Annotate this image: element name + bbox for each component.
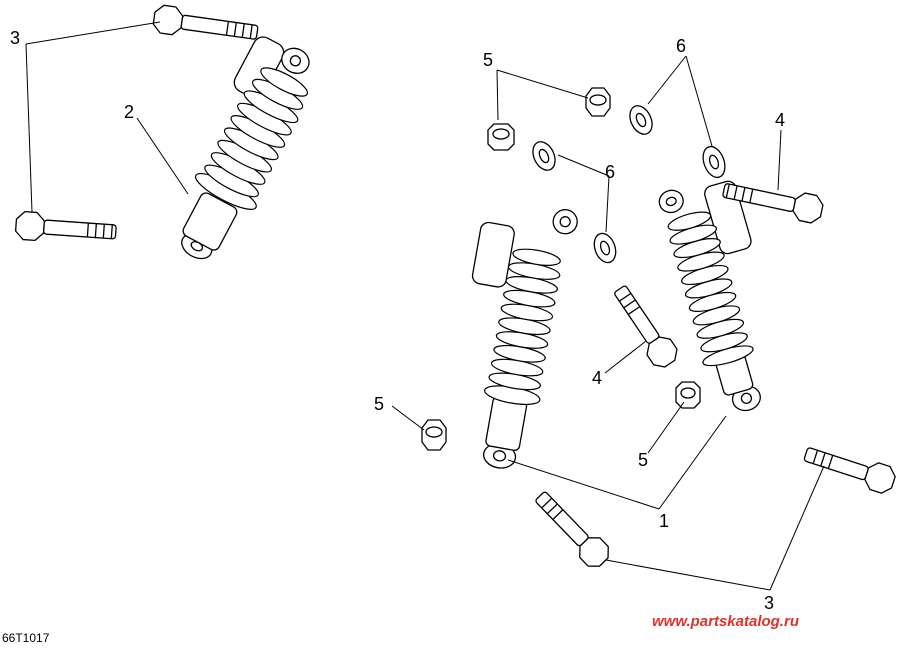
washer-3: [532, 141, 556, 171]
washer-1: [629, 105, 653, 135]
callout-5-left: 5: [374, 394, 384, 414]
shock-absorber-right-rear: [658, 180, 761, 412]
callout-4-mid: 4: [592, 368, 602, 388]
nut-top-left: [487, 123, 515, 151]
callout-2: 2: [124, 102, 134, 122]
shock-absorber-right-front: [471, 209, 578, 469]
bolt-top-left: [152, 4, 259, 40]
bolt-bottom: [535, 491, 609, 567]
leader-lines: [25, 21, 825, 591]
watermark: www.partskatalog.ru: [652, 613, 799, 630]
bolt-center: [614, 285, 678, 368]
callout-3-top: 3: [10, 28, 20, 48]
callout-3-bottom: 3: [764, 593, 774, 613]
callout-5-top: 5: [483, 50, 493, 70]
callout-1: 1: [659, 511, 669, 531]
shock-absorber-left: [181, 36, 310, 260]
nut-center: [675, 381, 701, 409]
callout-6-top: 6: [676, 36, 686, 56]
callout-6-mid: 6: [605, 162, 615, 182]
bolt-left: [14, 210, 117, 242]
washer-2: [702, 145, 726, 179]
nut-top-right: [585, 87, 611, 117]
washer-4: [593, 232, 617, 264]
nut-left: [421, 419, 447, 451]
figure-code: 66T1017: [2, 631, 50, 645]
bolt-lower-right: [803, 447, 896, 494]
callout-4-right: 4: [775, 110, 785, 130]
bolt-right: [722, 183, 824, 224]
callout-5-mid: 5: [638, 450, 648, 470]
